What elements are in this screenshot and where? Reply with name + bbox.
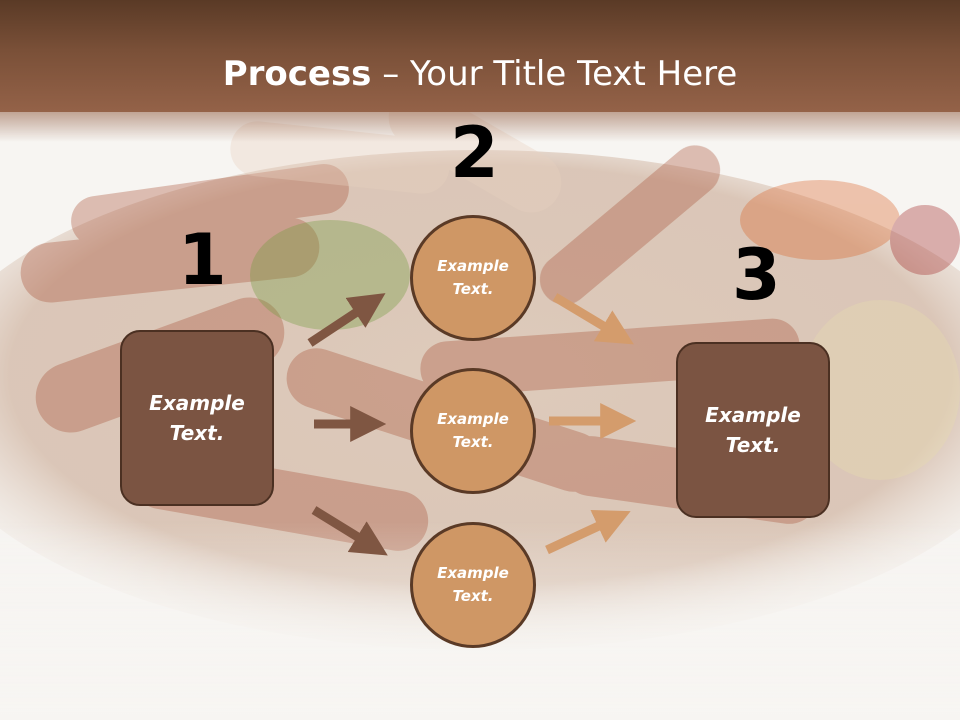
- step-number-2: 2: [450, 112, 499, 194]
- right-step-label: Example Text.: [705, 403, 801, 457]
- circle-bottom: Example Text.: [410, 522, 536, 648]
- arrow-left-to-top: [307, 293, 386, 347]
- circle-middle: Example Text.: [410, 368, 536, 494]
- page-title: Process – Your Title Text Here: [0, 52, 960, 96]
- circle-middle-label: Example Text.: [437, 410, 509, 451]
- right-step-box: Example Text.: [676, 342, 830, 518]
- arrow-top-to-right: [552, 293, 634, 345]
- title-bold: Process: [222, 54, 372, 94]
- title-banner-fade: [0, 112, 960, 142]
- arrow-left-to-bottom: [311, 506, 388, 556]
- circle-top-label: Example Text.: [437, 257, 509, 298]
- circle-top: Example Text.: [410, 215, 536, 341]
- step-number-1: 1: [178, 219, 227, 301]
- left-step-label: Example Text.: [149, 391, 245, 445]
- circle-bottom-label: Example Text.: [437, 564, 509, 605]
- title-banner: [0, 0, 960, 112]
- arrow-bottom-to-right: [545, 510, 631, 555]
- title-rest: – Your Title Text Here: [371, 54, 738, 94]
- left-step-box: Example Text.: [120, 330, 274, 506]
- step-number-3: 3: [732, 234, 781, 316]
